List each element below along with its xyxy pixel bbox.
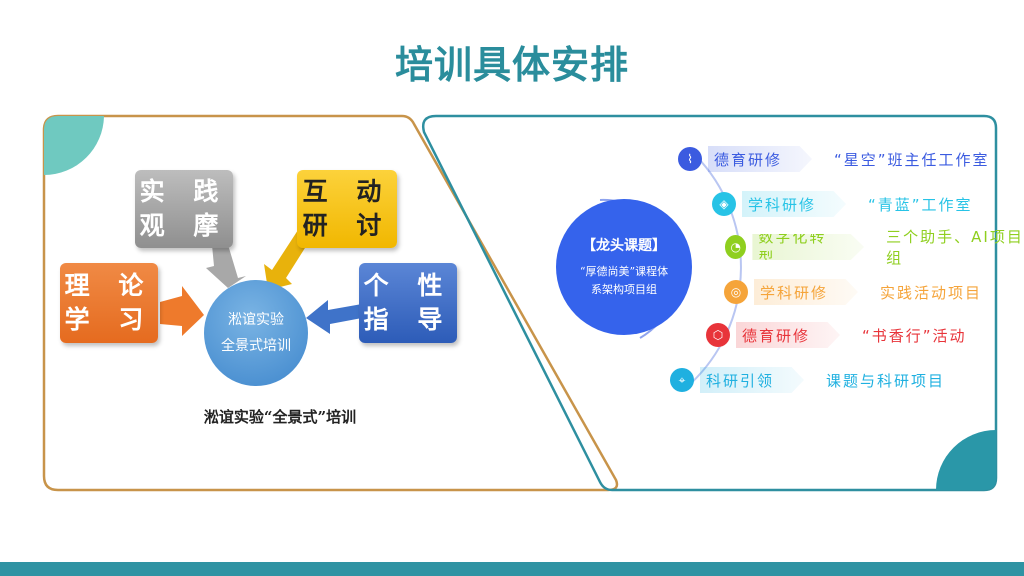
research-item: ◔ 数字化转型 三个助手、AI项目组 xyxy=(725,228,1024,267)
corner-decoration xyxy=(44,116,104,175)
core-project-circle: 【龙头课题】 “厚德尚美”课程体 系架构项目组 xyxy=(556,199,692,335)
box-label: 实 践 观 摩 xyxy=(139,177,229,240)
bottom-bar xyxy=(0,562,1024,576)
box-label: 互 动 研 讨 xyxy=(302,177,392,240)
item-label: 数字化转型 xyxy=(752,234,865,260)
box-personal-guidance: 个 性 指 导 xyxy=(359,263,457,343)
item-value: 三个助手、AI项目组 xyxy=(886,228,1024,267)
item-label: 学科研修 xyxy=(742,191,847,217)
layers-icon: ◈ xyxy=(712,192,736,216)
core-title: 【龙头课题】 xyxy=(582,238,666,254)
target-icon: ◎ xyxy=(724,280,748,304)
item-label: 德育研修 xyxy=(736,322,841,348)
arrow-theory xyxy=(160,286,204,336)
pie-icon: ◔ xyxy=(725,235,747,259)
item-value: “书香行”活动 xyxy=(862,326,967,345)
research-item: ⌖ 科研引领 课题与科研项目 xyxy=(670,366,945,394)
core-line2: 系架构项目组 xyxy=(591,283,657,296)
item-value: 实践活动项目 xyxy=(880,283,983,302)
arrow-practice xyxy=(206,238,246,288)
item-value: 课题与科研项目 xyxy=(826,371,946,390)
item-value: “星空”班主任工作室 xyxy=(834,150,990,169)
center-circle: 淞谊实验 全景式培训 xyxy=(204,280,308,386)
research-item: ◈ 学科研修 “青蓝”工作室 xyxy=(712,190,973,218)
research-item: ◎ 学科研修 实践活动项目 xyxy=(724,278,982,306)
box-interactive-discussion: 互 动 研 讨 xyxy=(297,170,397,248)
research-item: ⌇ 德育研修 “星空”班主任工作室 xyxy=(678,145,990,173)
item-label: 科研引领 xyxy=(700,367,805,393)
box-label: 理 论 学 习 xyxy=(64,271,154,334)
chart-icon: ⌇ xyxy=(678,147,702,171)
research-item: ⬡ 德育研修 “书香行”活动 xyxy=(706,321,967,349)
box-practice-observe: 实 践 观 摩 xyxy=(135,170,233,248)
box-label: 个 性 指 导 xyxy=(363,271,453,334)
outer-arc xyxy=(687,149,742,387)
item-label: 学科研修 xyxy=(754,279,859,305)
page-title: 培训具体安排 xyxy=(394,43,629,87)
box-theory-study: 理 论 学 习 xyxy=(60,263,158,343)
corner-decoration xyxy=(936,430,996,490)
cube-icon: ⬡ xyxy=(706,323,730,347)
center-line2: 全景式培训 xyxy=(221,338,291,354)
item-value: “青蓝”工作室 xyxy=(868,195,973,214)
center-line1: 淞谊实验 xyxy=(228,312,284,328)
core-line1: “厚德尚美”课程体 xyxy=(579,265,669,278)
item-label: 德育研修 xyxy=(708,146,813,172)
map-icon: ⌖ xyxy=(670,368,694,392)
arrow-personal xyxy=(306,300,362,334)
diagram-caption: 淞谊实验“全景式”培训 xyxy=(203,408,357,426)
